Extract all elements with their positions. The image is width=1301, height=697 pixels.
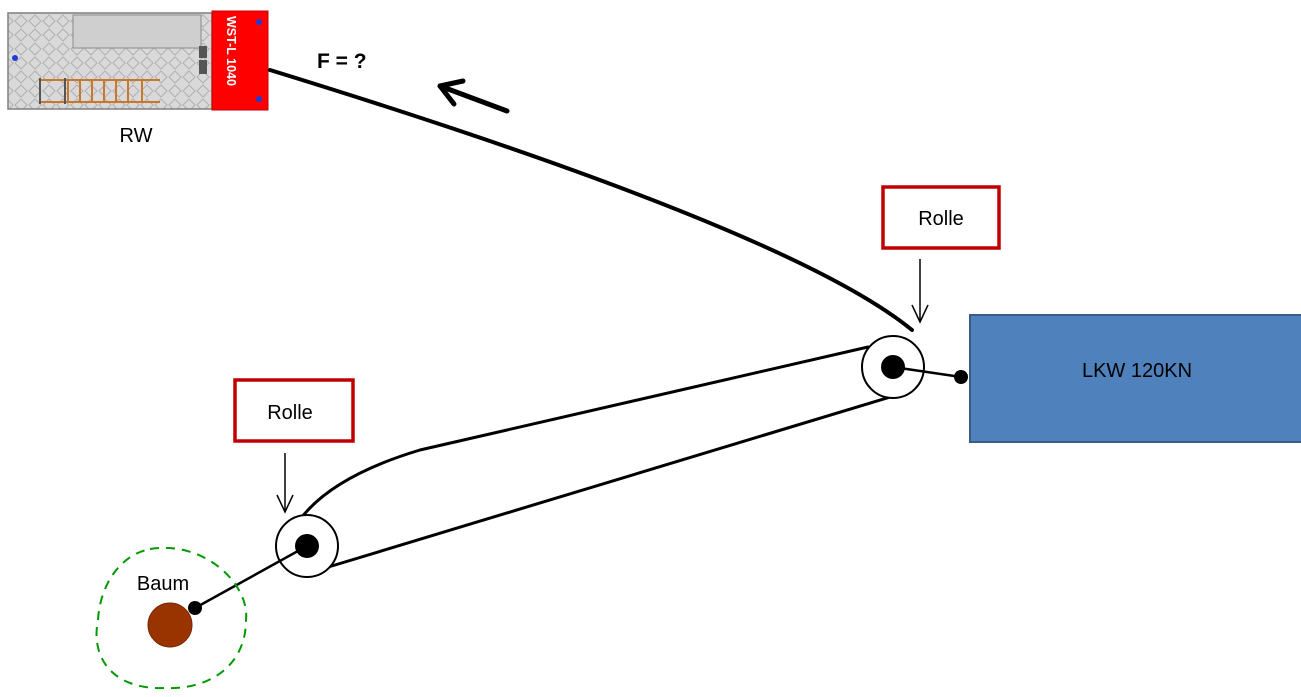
tree-crown	[95, 546, 248, 690]
callout-pulley-tree: Rolle	[233, 378, 355, 514]
rope	[268, 68, 914, 572]
mirror-icon	[199, 60, 207, 74]
pulley-tree	[194, 514, 339, 610]
callout-box	[881, 185, 1001, 250]
vehicle-plate: WST-L 1040	[224, 16, 238, 86]
pull-direction-arrow-icon	[437, 78, 510, 114]
truck-label: LKW 120KN	[1082, 360, 1192, 382]
tree-trunk	[147, 602, 193, 648]
anchor-point	[954, 370, 968, 384]
pulley-truck	[861, 335, 968, 399]
marker-dot	[256, 19, 262, 25]
force-label: F = ?	[317, 50, 367, 73]
ladder-icon	[39, 78, 160, 104]
callout-box	[233, 378, 355, 443]
truck: LKW 120KN	[969, 314, 1301, 443]
vehicle-cab	[211, 10, 269, 111]
vehicle-roof-box	[72, 14, 202, 49]
marker-dot	[12, 55, 18, 61]
tree: Baum	[95, 546, 248, 690]
rope-segment-vehicle	[268, 68, 914, 332]
anchor-point	[188, 601, 202, 615]
rope-segment-upper	[290, 345, 870, 534]
rescue-vehicle: WST-L 1040 RW	[7, 10, 269, 147]
callout-label: Rolle	[918, 208, 964, 230]
tree-label: Baum	[137, 573, 189, 595]
pulley-anchor-line	[194, 544, 308, 610]
callout-pulley-truck: Rolle	[881, 185, 1001, 324]
callout-label: Rolle	[267, 402, 313, 424]
rope-segment-lower	[286, 395, 892, 572]
vehicle-label: RW	[120, 125, 153, 147]
truck-body	[969, 314, 1301, 443]
marker-dot	[256, 96, 262, 102]
pulley-anchor-line	[892, 365, 962, 379]
pointer-arrow-icon	[276, 453, 294, 514]
mirror-icon	[199, 46, 207, 58]
pointer-arrow-icon	[911, 259, 929, 324]
